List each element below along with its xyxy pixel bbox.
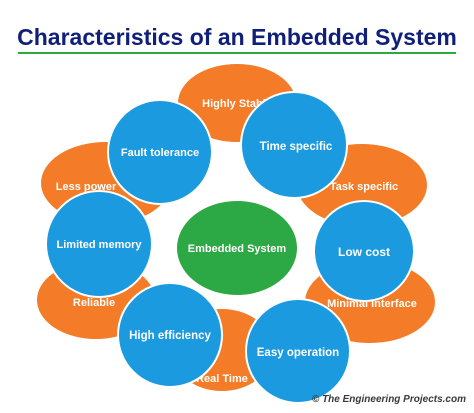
inner-node-easy-operation: Easy operation (245, 298, 351, 404)
inner-node-low-cost: Low cost (313, 200, 415, 302)
center-node: Embedded System (175, 199, 299, 297)
inner-node-limited-memory: Limited memory (45, 190, 153, 298)
outer-label-reliable: Reliable (73, 297, 115, 309)
inner-label-low-cost: Low cost (338, 245, 390, 259)
outer-label-task-specific: Task specific (330, 181, 398, 193)
title-underline (18, 52, 456, 54)
inner-label-high-efficiency: High efficiency (129, 330, 211, 342)
inner-label-fault-tolerance: Fault tolerance (121, 147, 199, 159)
inner-node-high-efficiency: High efficiency (117, 282, 223, 388)
inner-label-limited-memory: Limited memory (57, 239, 143, 251)
outer-label-highly-stable: Highly Stable (202, 98, 272, 110)
outer-label-real-time: Real Time (196, 373, 248, 385)
center-label: Embedded System (188, 243, 287, 255)
watermark: © The Engineering Projects.com (311, 394, 466, 405)
outer-label-minimal-interface: Minimal interface (327, 298, 417, 310)
inner-node-time-specific: Time specific (240, 91, 348, 199)
inner-label-time-specific: Time specific (260, 141, 333, 153)
page-title: Characteristics of an Embedded System (17, 24, 457, 50)
outer-label-less-power: Less power (56, 181, 117, 193)
inner-label-easy-operation: Easy operation (257, 347, 339, 359)
inner-node-fault-tolerance: Fault tolerance (107, 99, 213, 205)
